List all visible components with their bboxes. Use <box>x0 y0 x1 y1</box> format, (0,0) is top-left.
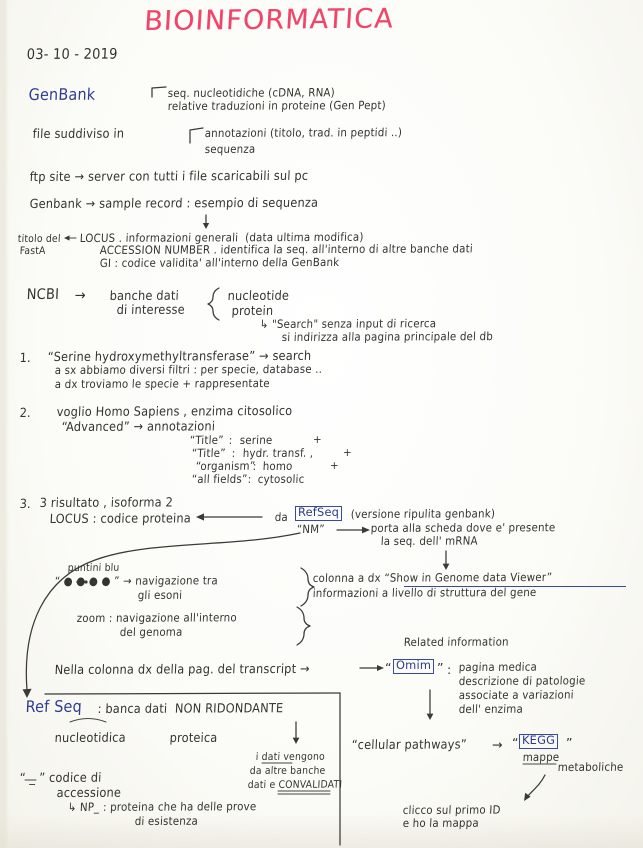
validated-line-2: da altre banche <box>249 764 326 777</box>
refseq-heading: Ref Seq <box>25 696 83 716</box>
genbank-file-line: file suddiviso in <box>32 125 125 141</box>
plus-circle-1: + <box>313 434 322 446</box>
kegg-quote-close: ” <box>566 735 573 750</box>
file-brace <box>189 127 204 144</box>
ncbi-search-line-2: si indirizza alla pagina principale del … <box>281 329 494 344</box>
plus-circle-3: + <box>330 460 339 472</box>
step-1-number: 1. <box>19 349 32 365</box>
advanced-field-sep-3: : <box>252 458 257 473</box>
kegg-arrow: → <box>492 737 503 752</box>
related-information-label: Related information <box>403 634 510 649</box>
omim-lead-line: Nella colonna dx della pag. del transcri… <box>54 660 311 677</box>
refseq-top-rule <box>44 692 341 695</box>
kegg-box[interactable]: KEGG <box>519 734 559 749</box>
kegg-quote-open: “ <box>512 735 519 750</box>
esoni-navigation-sub: gli esoni <box>137 587 183 602</box>
advanced-field-value-4: cytosolic <box>257 471 305 486</box>
omim-quote-open: “ <box>385 660 392 675</box>
kegg-note-arrow <box>526 774 546 798</box>
advanced-field-key-4: “all fields” <box>191 471 248 486</box>
step-3-number: 3. <box>19 495 32 511</box>
step-2-number: 2. <box>19 404 32 420</box>
sample-record-line: Genbank → sample record : esempio di seq… <box>29 194 319 211</box>
step-3-line-2: LOCUS : codice proteina <box>49 510 192 526</box>
nm-label: “NM” <box>296 521 326 536</box>
record-left-label-2: FastA <box>19 244 46 257</box>
esoni-navigation-line: “ ● ● ● ● ” → navigazione tra <box>54 573 219 588</box>
accession-code-label: “ _ ” codice di <box>19 769 102 785</box>
step-2-line-2: “Advanced” → annotazioni <box>61 418 216 434</box>
validated-line-3: dati e CONVALIDATI <box>247 778 343 791</box>
ftp-line: ftp site → server con tutti i file scari… <box>29 167 309 184</box>
puntini-blu-label: puntini blu <box>67 561 120 574</box>
kegg-sub-metaboliche: metaboliche <box>557 759 624 774</box>
viewer-brace-2 <box>296 606 311 646</box>
date-text: 03- 10 - 2019 <box>26 46 118 63</box>
page-title: BIOINFORMATICA <box>143 3 395 38</box>
refseq-heading-rest: : banca dati NON RIDONDANTE <box>97 700 284 716</box>
nm-line-2: la seq. dell' mRNA <box>380 533 479 548</box>
omim-box[interactable]: Omim <box>393 659 435 674</box>
genbank-brace-line-2: relative traduzioni in proteine (Gen Pep… <box>167 98 387 113</box>
genome-viewer-line-1: colonna a dx “Show in Genome data Viewer… <box>312 569 553 585</box>
genome-viewer-underline <box>404 586 626 588</box>
step-1-line-2: a sx abbiamo diversi filtri : per specie… <box>54 361 323 377</box>
kegg-note-2: e ho la mappa <box>402 815 480 830</box>
refseq-box-inline[interactable]: RefSeq <box>295 506 343 521</box>
step-2-line-1: voglio Homo Sapiens , enzima citosolico <box>56 402 293 419</box>
omim-desc-3: associate a variazioni <box>458 687 575 702</box>
omim-desc-4: dell' enzima <box>458 701 524 716</box>
genbank-file-brace-1: annotazioni (titolo, trad. in peptidi ..… <box>204 125 403 140</box>
genbank-brace <box>151 86 167 98</box>
ncbi-subject-2: di interesse <box>116 301 186 317</box>
cellular-pathways-label: “cellular pathways” <box>351 736 468 752</box>
np-line-2: di esistenza <box>134 813 199 828</box>
refseq-note: (versione ripulita genbank) <box>350 506 496 521</box>
kegg-sub-mappe: mappe <box>522 749 560 764</box>
omim-desc-1: pagina medica <box>458 659 538 674</box>
omim-quote-close: ” <box>437 660 444 675</box>
step-1-line-3: a dx troviamo le specie + rappresentate <box>54 376 271 391</box>
zoom-navigation-sub: del genoma <box>119 624 183 639</box>
ncbi-brace <box>207 287 220 321</box>
refseq-branch-proteica: proteica <box>169 729 218 745</box>
record-line-gi: GI : codice validita' all'interno della … <box>99 254 340 270</box>
omim-colon: : <box>447 662 452 677</box>
step-3-from-label: da <box>274 509 289 524</box>
step-3-line-1: 3 risultato , isoforma 2 <box>39 494 174 510</box>
ncbi-brace-item-1: nucleotide <box>227 287 290 303</box>
genome-viewer-line-2: informazioni a livello di struttura del … <box>312 585 537 600</box>
ncbi-heading: NCBI <box>26 286 60 303</box>
genbank-heading: GenBank <box>28 84 96 104</box>
ncbi-brace-item-2: protein <box>231 302 274 318</box>
advanced-field-sep-4: : <box>247 471 252 486</box>
ncbi-subject: banche dati <box>109 287 180 303</box>
record-left-label-1: titolo del <box>17 232 61 245</box>
validated-line-1: i dati vengono <box>255 750 326 763</box>
zoom-navigation-line: zoom : navigazione all'interno <box>76 610 238 625</box>
ncbi-arrow: → <box>74 287 87 304</box>
refseq-branch-nucleotidica: nucleotidica <box>54 729 127 745</box>
plus-circle-2: + <box>343 447 352 459</box>
np-line: ↳ NP_ : proteina che ha delle prove <box>67 799 257 814</box>
accession-code-label-2: accessione <box>56 784 122 800</box>
genbank-file-brace-2: sequenza <box>204 141 256 156</box>
omim-desc-2: descrizione di patologie <box>458 673 586 688</box>
refseq-branch-brace <box>69 718 107 723</box>
